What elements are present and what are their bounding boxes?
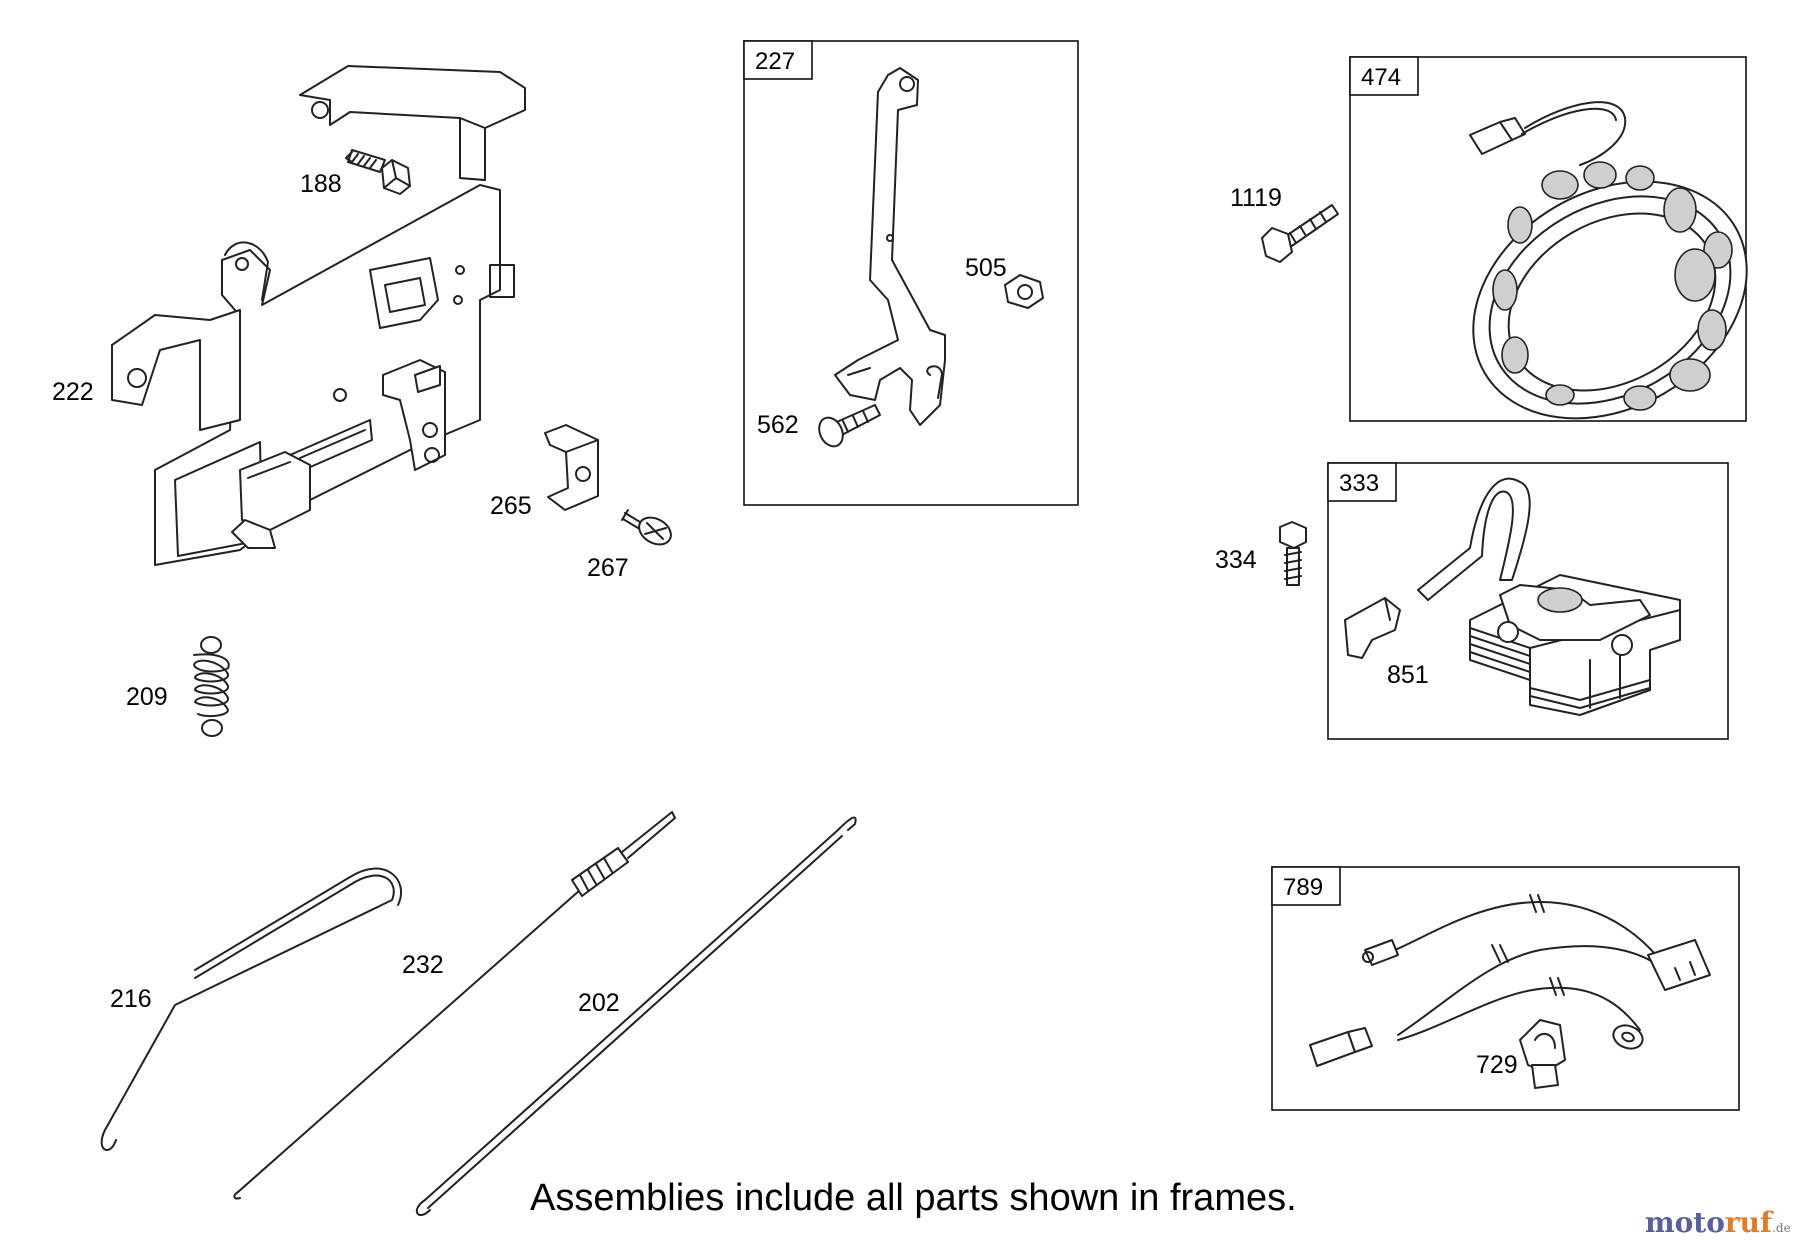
assemblies-footnote: Assemblies include all parts shown in fr… (530, 1177, 1297, 1219)
callout-1119: 1119 (1230, 184, 1282, 212)
bolt-1119-drawing (1261, 204, 1339, 263)
rod-202-drawing (415, 816, 857, 1216)
frame-227 (743, 40, 1079, 506)
watermark-ruf: ruf (1725, 1206, 1774, 1239)
callout-334: 334 (1215, 546, 1257, 574)
spring-209-drawing (193, 636, 230, 737)
callout-188: 188 (300, 170, 342, 198)
watermark-moto: moto (1645, 1206, 1725, 1239)
frame-label-474: 474 (1361, 64, 1401, 91)
screw-267-drawing (621, 509, 672, 546)
control-bracket-drawing (111, 65, 526, 566)
watermark-logo: motoruf.de (1645, 1206, 1791, 1239)
callout-267: 267 (587, 554, 629, 582)
callout-216: 216 (110, 985, 152, 1013)
callout-729: 729 (1476, 1051, 1518, 1079)
frame-474 (1349, 56, 1748, 422)
frame-label-227: 227 (755, 48, 795, 75)
callout-505: 505 (965, 254, 1007, 282)
bolt-188-drawing (345, 149, 411, 195)
callout-562: 562 (757, 411, 799, 439)
link-216-drawing (100, 867, 403, 1151)
frame-789 (1271, 866, 1740, 1111)
cable-232-drawing (233, 811, 676, 1200)
bolt-334-drawing (1279, 521, 1307, 586)
callout-265: 265 (490, 492, 532, 520)
callout-232: 232 (402, 951, 444, 979)
frame-333 (1327, 462, 1729, 740)
watermark-tld: .de (1772, 1221, 1791, 1235)
frame-label-333: 333 (1339, 470, 1379, 497)
callout-202: 202 (578, 989, 620, 1017)
callout-209: 209 (126, 683, 168, 711)
frame-label-789: 789 (1283, 874, 1323, 901)
callout-851: 851 (1387, 661, 1429, 689)
callout-222: 222 (52, 378, 94, 406)
clip-265-drawing (544, 424, 599, 511)
